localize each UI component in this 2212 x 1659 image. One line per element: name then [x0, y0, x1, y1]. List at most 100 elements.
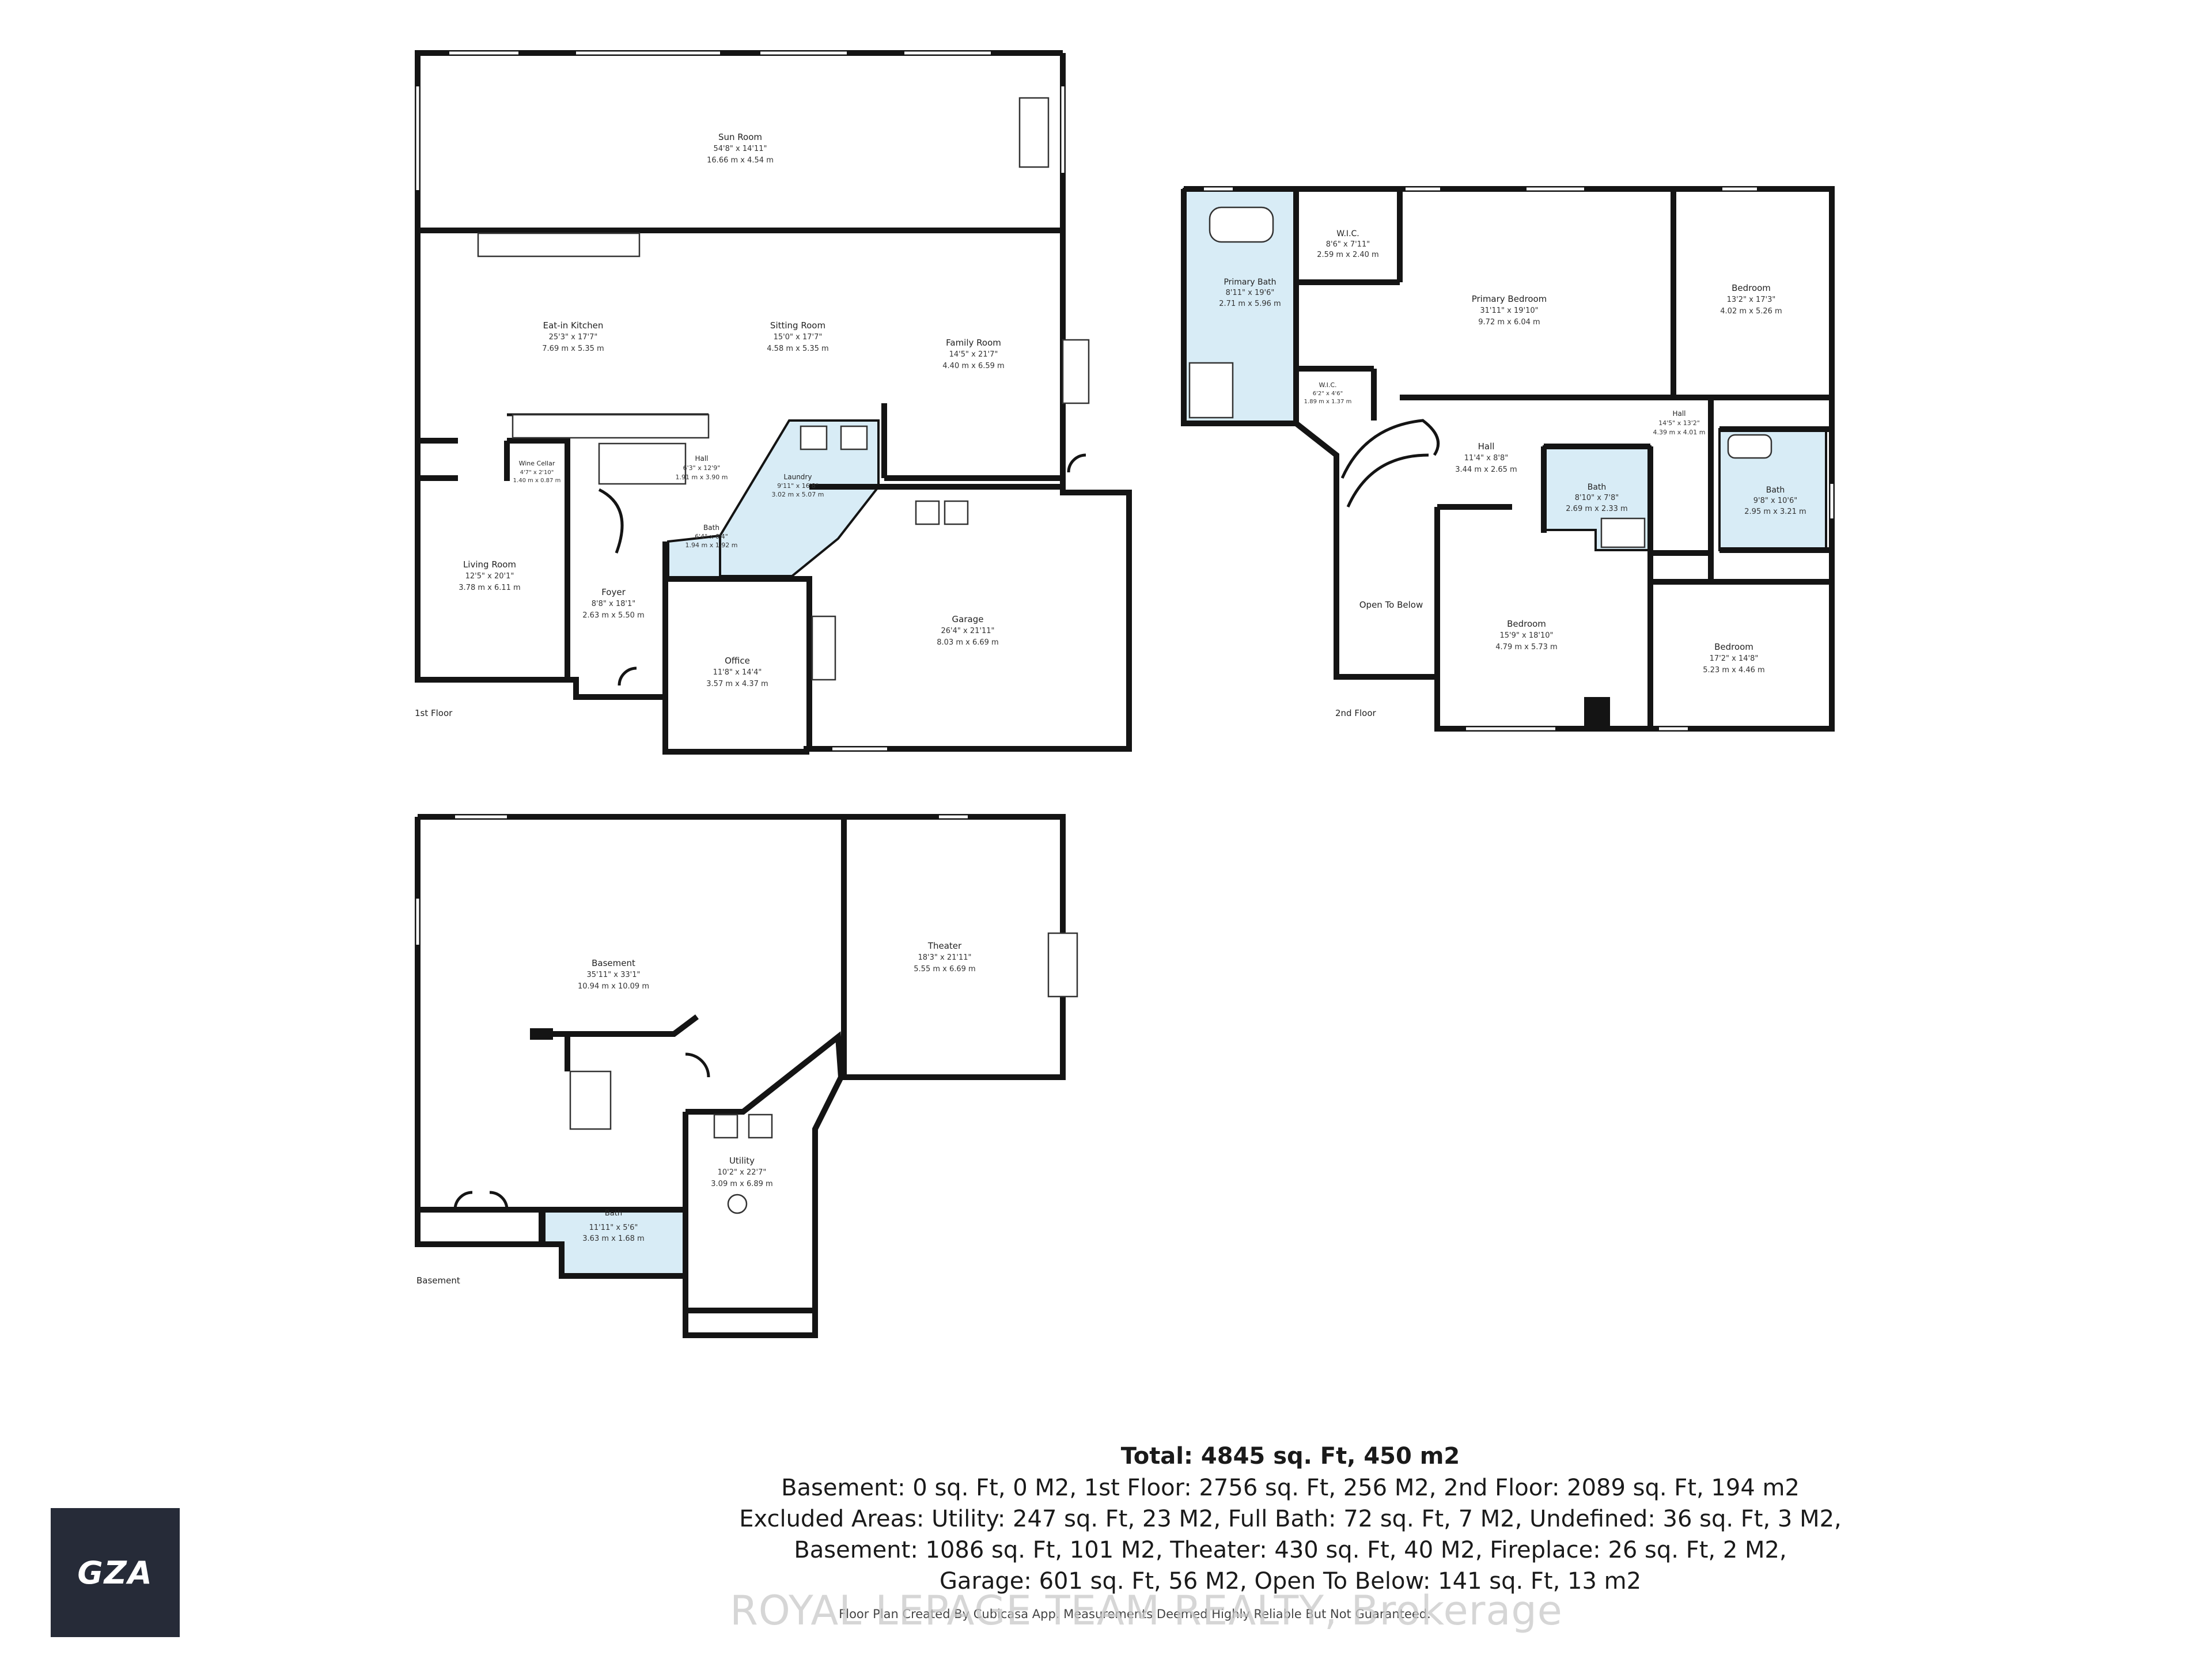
- svg-text:6'3" x 12'9": 6'3" x 12'9": [683, 464, 721, 472]
- svg-text:13'2" x 17'3": 13'2" x 17'3": [1727, 296, 1776, 304]
- svg-text:31'11" x 19'10": 31'11" x 19'10": [1480, 306, 1538, 315]
- svg-text:3.02 m x 5.07 m: 3.02 m x 5.07 m: [772, 491, 824, 498]
- svg-text:3.78 m x 6.11 m: 3.78 m x 6.11 m: [459, 584, 520, 592]
- area-line: Basement: 0 sq. Ft, 0 M2, 1st Floor: 275…: [781, 1475, 1800, 1501]
- shower-icon: [1188, 362, 1234, 419]
- area-summary: Total: 4845 sq. Ft, 450 m2 Basement: 0 s…: [507, 1440, 2074, 1597]
- svg-text:12'5" x 20'1": 12'5" x 20'1": [465, 572, 514, 581]
- svg-text:2.95 m x 3.21 m: 2.95 m x 3.21 m: [1744, 507, 1806, 516]
- hall-2a-name: Hall: [1478, 441, 1495, 452]
- hall-2b-name: Hall: [1672, 410, 1685, 418]
- living-room-name: Living Room: [463, 559, 516, 570]
- svg-text:35'11" x 33'1": 35'11" x 33'1": [587, 971, 641, 979]
- svg-text:14'5" x 21'7": 14'5" x 21'7": [949, 350, 998, 359]
- logo-text: GZA: [77, 1554, 153, 1591]
- svg-text:11'11" x 5'6": 11'11" x 5'6": [589, 1224, 638, 1232]
- floor-plan-diagram: Sun Room 54'8" x 14'11" 16.66 m x 4.54 m…: [415, 50, 1835, 1338]
- svg-text:4.40 m x 6.59 m: 4.40 m x 6.59 m: [942, 362, 1004, 370]
- bath-b-name: Bath: [605, 1209, 622, 1218]
- stairs-icon: [598, 442, 687, 485]
- svg-text:2.69 m x 2.33 m: 2.69 m x 2.33 m: [1566, 505, 1627, 513]
- svg-text:10'2" x 22'7": 10'2" x 22'7": [718, 1168, 767, 1177]
- water-heater-icon: [713, 1113, 738, 1139]
- fireplace-icon: [1018, 97, 1050, 168]
- foyer-name: Foyer: [601, 587, 626, 597]
- wic-2-name: W.I.C.: [1319, 381, 1336, 389]
- wic-1-name: W.I.C.: [1336, 229, 1359, 238]
- hall-1-name: Hall: [695, 454, 708, 463]
- fireplace-icon: [1062, 339, 1090, 404]
- utility-name: Utility: [729, 1156, 755, 1166]
- second-floor: Primary Bath 8'11" x 19'6" 2.71 m x 5.96…: [1181, 186, 1835, 732]
- svg-text:1.40 m x 0.87 m: 1.40 m x 0.87 m: [513, 478, 561, 484]
- drain-icon: [727, 1194, 748, 1214]
- svg-text:2.71 m x 5.96 m: 2.71 m x 5.96 m: [1219, 300, 1281, 308]
- family-room-name: Family Room: [946, 338, 1001, 348]
- svg-text:4.02 m x 5.26 m: 4.02 m x 5.26 m: [1720, 307, 1782, 316]
- bath-2b-name: Bath: [1766, 486, 1785, 495]
- kitchen-counter: [477, 232, 641, 257]
- svg-text:3.44 m x 2.65 m: 3.44 m x 2.65 m: [1455, 465, 1517, 474]
- garage-name: Garage: [952, 614, 984, 624]
- svg-text:11'8" x 14'4": 11'8" x 14'4": [713, 668, 762, 677]
- svg-text:9.72 m x 6.04 m: 9.72 m x 6.04 m: [1478, 318, 1540, 327]
- bedroom-se-name: Bedroom: [1714, 642, 1753, 652]
- fireplace-icon: [1047, 932, 1078, 998]
- svg-text:6'2" x 4'6": 6'2" x 4'6": [1313, 391, 1343, 397]
- svg-text:8'11" x 19'6": 8'11" x 19'6": [1226, 289, 1275, 297]
- stairs-icon: [569, 1070, 612, 1130]
- bedroom-s-name: Bedroom: [1507, 619, 1546, 629]
- bath-1-name: Bath: [703, 524, 719, 532]
- svg-text:3.63 m x 1.68 m: 3.63 m x 1.68 m: [582, 1234, 644, 1243]
- wine-cellar-name: Wine Cellar: [519, 460, 555, 467]
- svg-text:8.03 m x 6.69 m: 8.03 m x 6.69 m: [937, 638, 998, 647]
- svg-text:5.55 m x 6.69 m: 5.55 m x 6.69 m: [914, 965, 975, 974]
- dryer-icon: [840, 425, 868, 450]
- svg-text:3.57 m x 4.37 m: 3.57 m x 4.37 m: [706, 680, 768, 688]
- primary-bedroom-name: Primary Bedroom: [1472, 294, 1547, 304]
- brokerage-watermark: ROYAL LEPAGE TEAM REALTY, Brokerage: [730, 1587, 1563, 1634]
- double-door-icon: [453, 1191, 509, 1210]
- bath-2a-name: Bath: [1588, 483, 1607, 492]
- washer-icon: [800, 425, 828, 450]
- svg-text:25'3" x 17'7": 25'3" x 17'7": [549, 333, 598, 342]
- bedroom-ne-name: Bedroom: [1732, 283, 1771, 293]
- bathtub-icon: [1209, 206, 1274, 243]
- laundry-name: Laundry: [784, 473, 812, 481]
- svg-text:8'8" x 18'1": 8'8" x 18'1": [592, 600, 635, 608]
- svg-text:11'4" x 8'8": 11'4" x 8'8": [1464, 454, 1508, 463]
- stair-rail: [536, 1014, 699, 1037]
- svg-text:3.09 m x 6.89 m: 3.09 m x 6.89 m: [711, 1180, 772, 1188]
- area-line: Excluded Areas: Utility: 247 sq. Ft, 23 …: [739, 1506, 1842, 1532]
- svg-text:2.59 m x 2.40 m: 2.59 m x 2.40 m: [1317, 251, 1378, 259]
- svg-text:18'3" x 21'11": 18'3" x 21'11": [918, 953, 972, 962]
- svg-text:2.63 m x 5.50 m: 2.63 m x 5.50 m: [582, 611, 644, 620]
- second-floor-label: 2nd Floor: [1335, 708, 1376, 718]
- first-floor-outer-wall: [415, 50, 1132, 755]
- office-name: Office: [725, 656, 750, 666]
- door-icon: [685, 1052, 710, 1078]
- area-line: Garage: 601 sq. Ft, 56 M2, Open To Below…: [939, 1568, 1642, 1594]
- credit-text: Floor Plan Created By Cubicasa App. Meas…: [839, 1607, 1431, 1621]
- sitting-room-name: Sitting Room: [770, 320, 825, 331]
- shower-icon: [1600, 517, 1646, 548]
- sun-room-name: Sun Room: [718, 132, 762, 142]
- door-icon: [1067, 453, 1086, 473]
- open-to-below-name: Open To Below: [1359, 600, 1423, 610]
- svg-text:5.23 m x 4.46 m: 5.23 m x 4.46 m: [1703, 666, 1764, 675]
- svg-text:15'9" x 18'10": 15'9" x 18'10": [1500, 631, 1554, 640]
- furnace-icon: [748, 1113, 773, 1139]
- svg-text:1.89 m x 1.37 m: 1.89 m x 1.37 m: [1304, 399, 1352, 405]
- svg-text:1.91 m x 3.90 m: 1.91 m x 3.90 m: [676, 474, 728, 481]
- kitchen-island: [512, 414, 710, 439]
- first-floor-label: 1st Floor: [415, 708, 453, 718]
- svg-text:54'8" x 14'11": 54'8" x 14'11": [714, 145, 767, 153]
- svg-text:4.58 m x 5.35 m: 4.58 m x 5.35 m: [767, 344, 828, 353]
- svg-text:9'8" x 10'6": 9'8" x 10'6": [1753, 497, 1797, 505]
- total-area: Total: 4845 sq. Ft, 450 m2: [1120, 1443, 1460, 1469]
- svg-text:7.69 m x 5.35 m: 7.69 m x 5.35 m: [542, 344, 604, 353]
- svg-text:4.39 m x 4.01 m: 4.39 m x 4.01 m: [1653, 429, 1706, 436]
- svg-text:1.94 m x 1.92 m: 1.94 m x 1.92 m: [685, 541, 738, 549]
- primary-bath-name: Primary Bath: [1224, 278, 1276, 287]
- basement-floor: Basement 35'11" x 33'1" 10.94 m x 10.09 …: [415, 814, 1078, 1338]
